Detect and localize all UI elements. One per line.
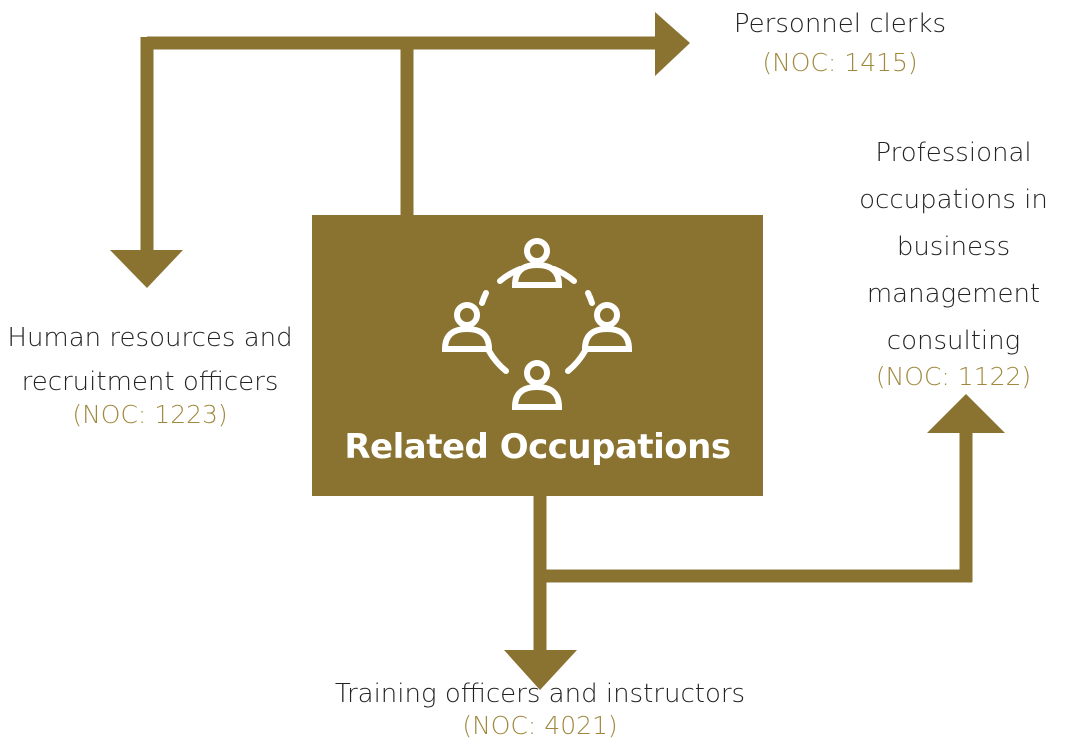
arrowhead-down-left [110, 250, 183, 288]
center-title: Related Occupations [344, 427, 731, 467]
people-network-icon [442, 238, 632, 410]
occupation-node-personnel-clerks: Personnel clerks (NOC: 1415) [690, 2, 990, 80]
occupation-noc-code: (NOC: 4021) [462, 711, 618, 740]
occupation-title: Training officers and instructors [334, 679, 746, 709]
occupation-title: Professional occupations in business man… [859, 138, 1048, 356]
occupation-noc-code: (NOC: 1223) [72, 400, 228, 429]
occupation-node-training-officers: Training officers and instructors (NOC: … [290, 672, 790, 742]
occupation-title: Personnel clerks [733, 9, 947, 39]
occupation-noc-code: (NOC: 1415) [762, 48, 918, 77]
related-occupations-box: Related Occupations [312, 215, 763, 496]
occupation-node-human-resources: Human resources and recruitment officers… [0, 316, 300, 432]
occupation-node-business-consulting: Professional occupations in business man… [830, 130, 1077, 393]
arrowhead-down-bottom [504, 650, 577, 690]
arrowhead-right [655, 12, 690, 76]
arrowhead-up-right [927, 394, 1005, 433]
occupation-noc-code: (NOC: 1122) [875, 362, 1032, 391]
occupation-title: Human resources and recruitment officers [7, 323, 293, 397]
